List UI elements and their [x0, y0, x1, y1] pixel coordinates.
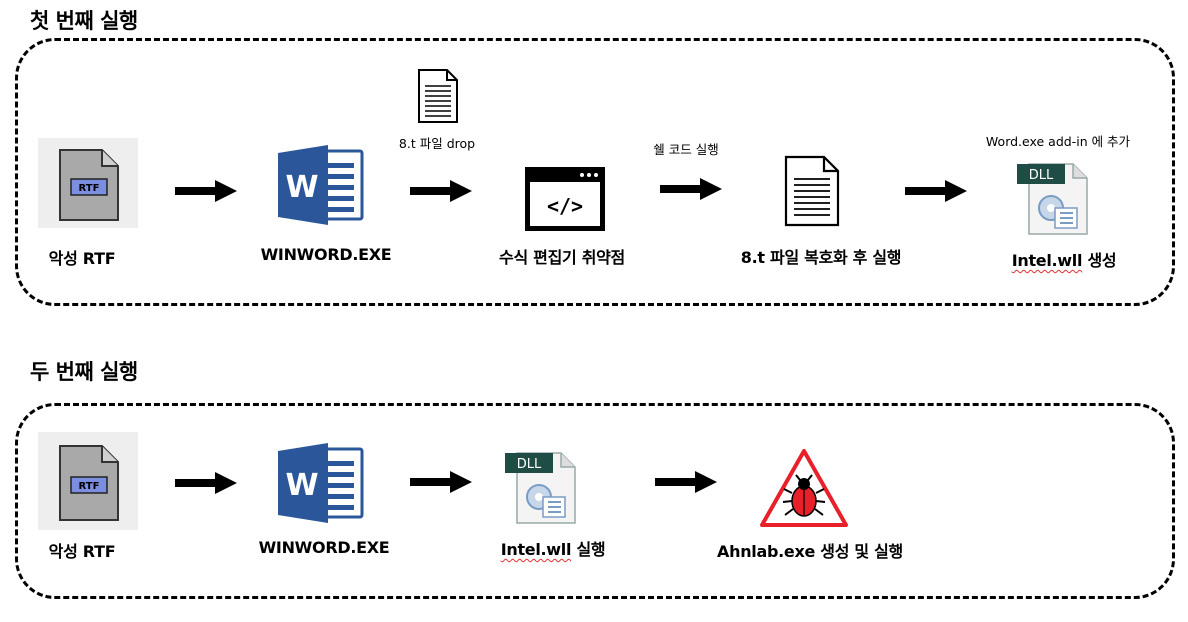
- node-label-intel-wll-exec: Intel.wll 실행: [501, 536, 606, 560]
- arrow-icon: [175, 472, 237, 494]
- word-icon: W: [278, 145, 364, 225]
- node-label-winword: WINWORD.EXE: [260, 245, 392, 264]
- code-icon-text: </>: [547, 194, 583, 218]
- intel-wll-suffix: 생성: [1082, 251, 1117, 270]
- word-icon-text: W: [285, 170, 318, 205]
- edge-label-shellcode: 쉘 코드 실행: [653, 142, 719, 157]
- rtf-icon-text: RTF: [79, 183, 100, 194]
- dll-file-icon: DLL: [505, 452, 576, 524]
- intel-wll-text: Intel.wll: [500, 540, 572, 559]
- arrow-icon: [905, 180, 967, 202]
- node-label-equation-vuln: 수식 편집기 취약점: [499, 248, 625, 267]
- rtf-icon-text: RTF: [79, 481, 100, 492]
- node-label-ahnlab-exec: Ahnlab.exe 생성 및 실행: [717, 542, 903, 561]
- edge-label-addin: Word.exe add-in 에 추가: [985, 134, 1131, 149]
- dll-icon-text: DLL: [517, 457, 542, 472]
- arrow-icon: [660, 178, 722, 200]
- arrow-icon: [655, 471, 717, 493]
- malware-warning-icon: [760, 449, 848, 527]
- word-icon-text: W: [285, 468, 318, 503]
- intel-wll-suffix: 실행: [571, 540, 606, 559]
- section2-heading: 두 번째 실행: [30, 360, 138, 384]
- node-label-rtf-2: 악성 RTF: [48, 542, 116, 561]
- node-label-decrypt-exec: 8.t 파일 복호화 후 실행: [740, 248, 902, 267]
- rtf-file-icon: RTF: [38, 432, 138, 530]
- document-icon: [418, 69, 458, 123]
- section1-heading: 첫 번째 실행: [30, 9, 138, 33]
- code-window-icon: </>: [525, 167, 605, 231]
- edge-label-drop: 8.t 파일 drop: [398, 136, 476, 151]
- dll-file-icon: DLL: [1017, 163, 1088, 235]
- node-label-intel-wll-create: Intel.wll 생성: [1012, 247, 1117, 271]
- word-icon: W: [278, 443, 364, 523]
- arrow-icon: [410, 471, 472, 493]
- document-icon: [784, 155, 840, 227]
- arrow-icon: [175, 180, 237, 202]
- section2-panel: [15, 403, 1175, 599]
- node-label-rtf: 악성 RTF: [48, 249, 116, 268]
- arrow-icon: [410, 180, 472, 202]
- dll-icon-text: DLL: [1029, 168, 1054, 183]
- rtf-file-icon: RTF: [38, 138, 138, 228]
- intel-wll-text: Intel.wll: [1011, 251, 1083, 270]
- section1-panel: [15, 38, 1175, 306]
- node-label-winword-2: WINWORD.EXE: [258, 538, 390, 557]
